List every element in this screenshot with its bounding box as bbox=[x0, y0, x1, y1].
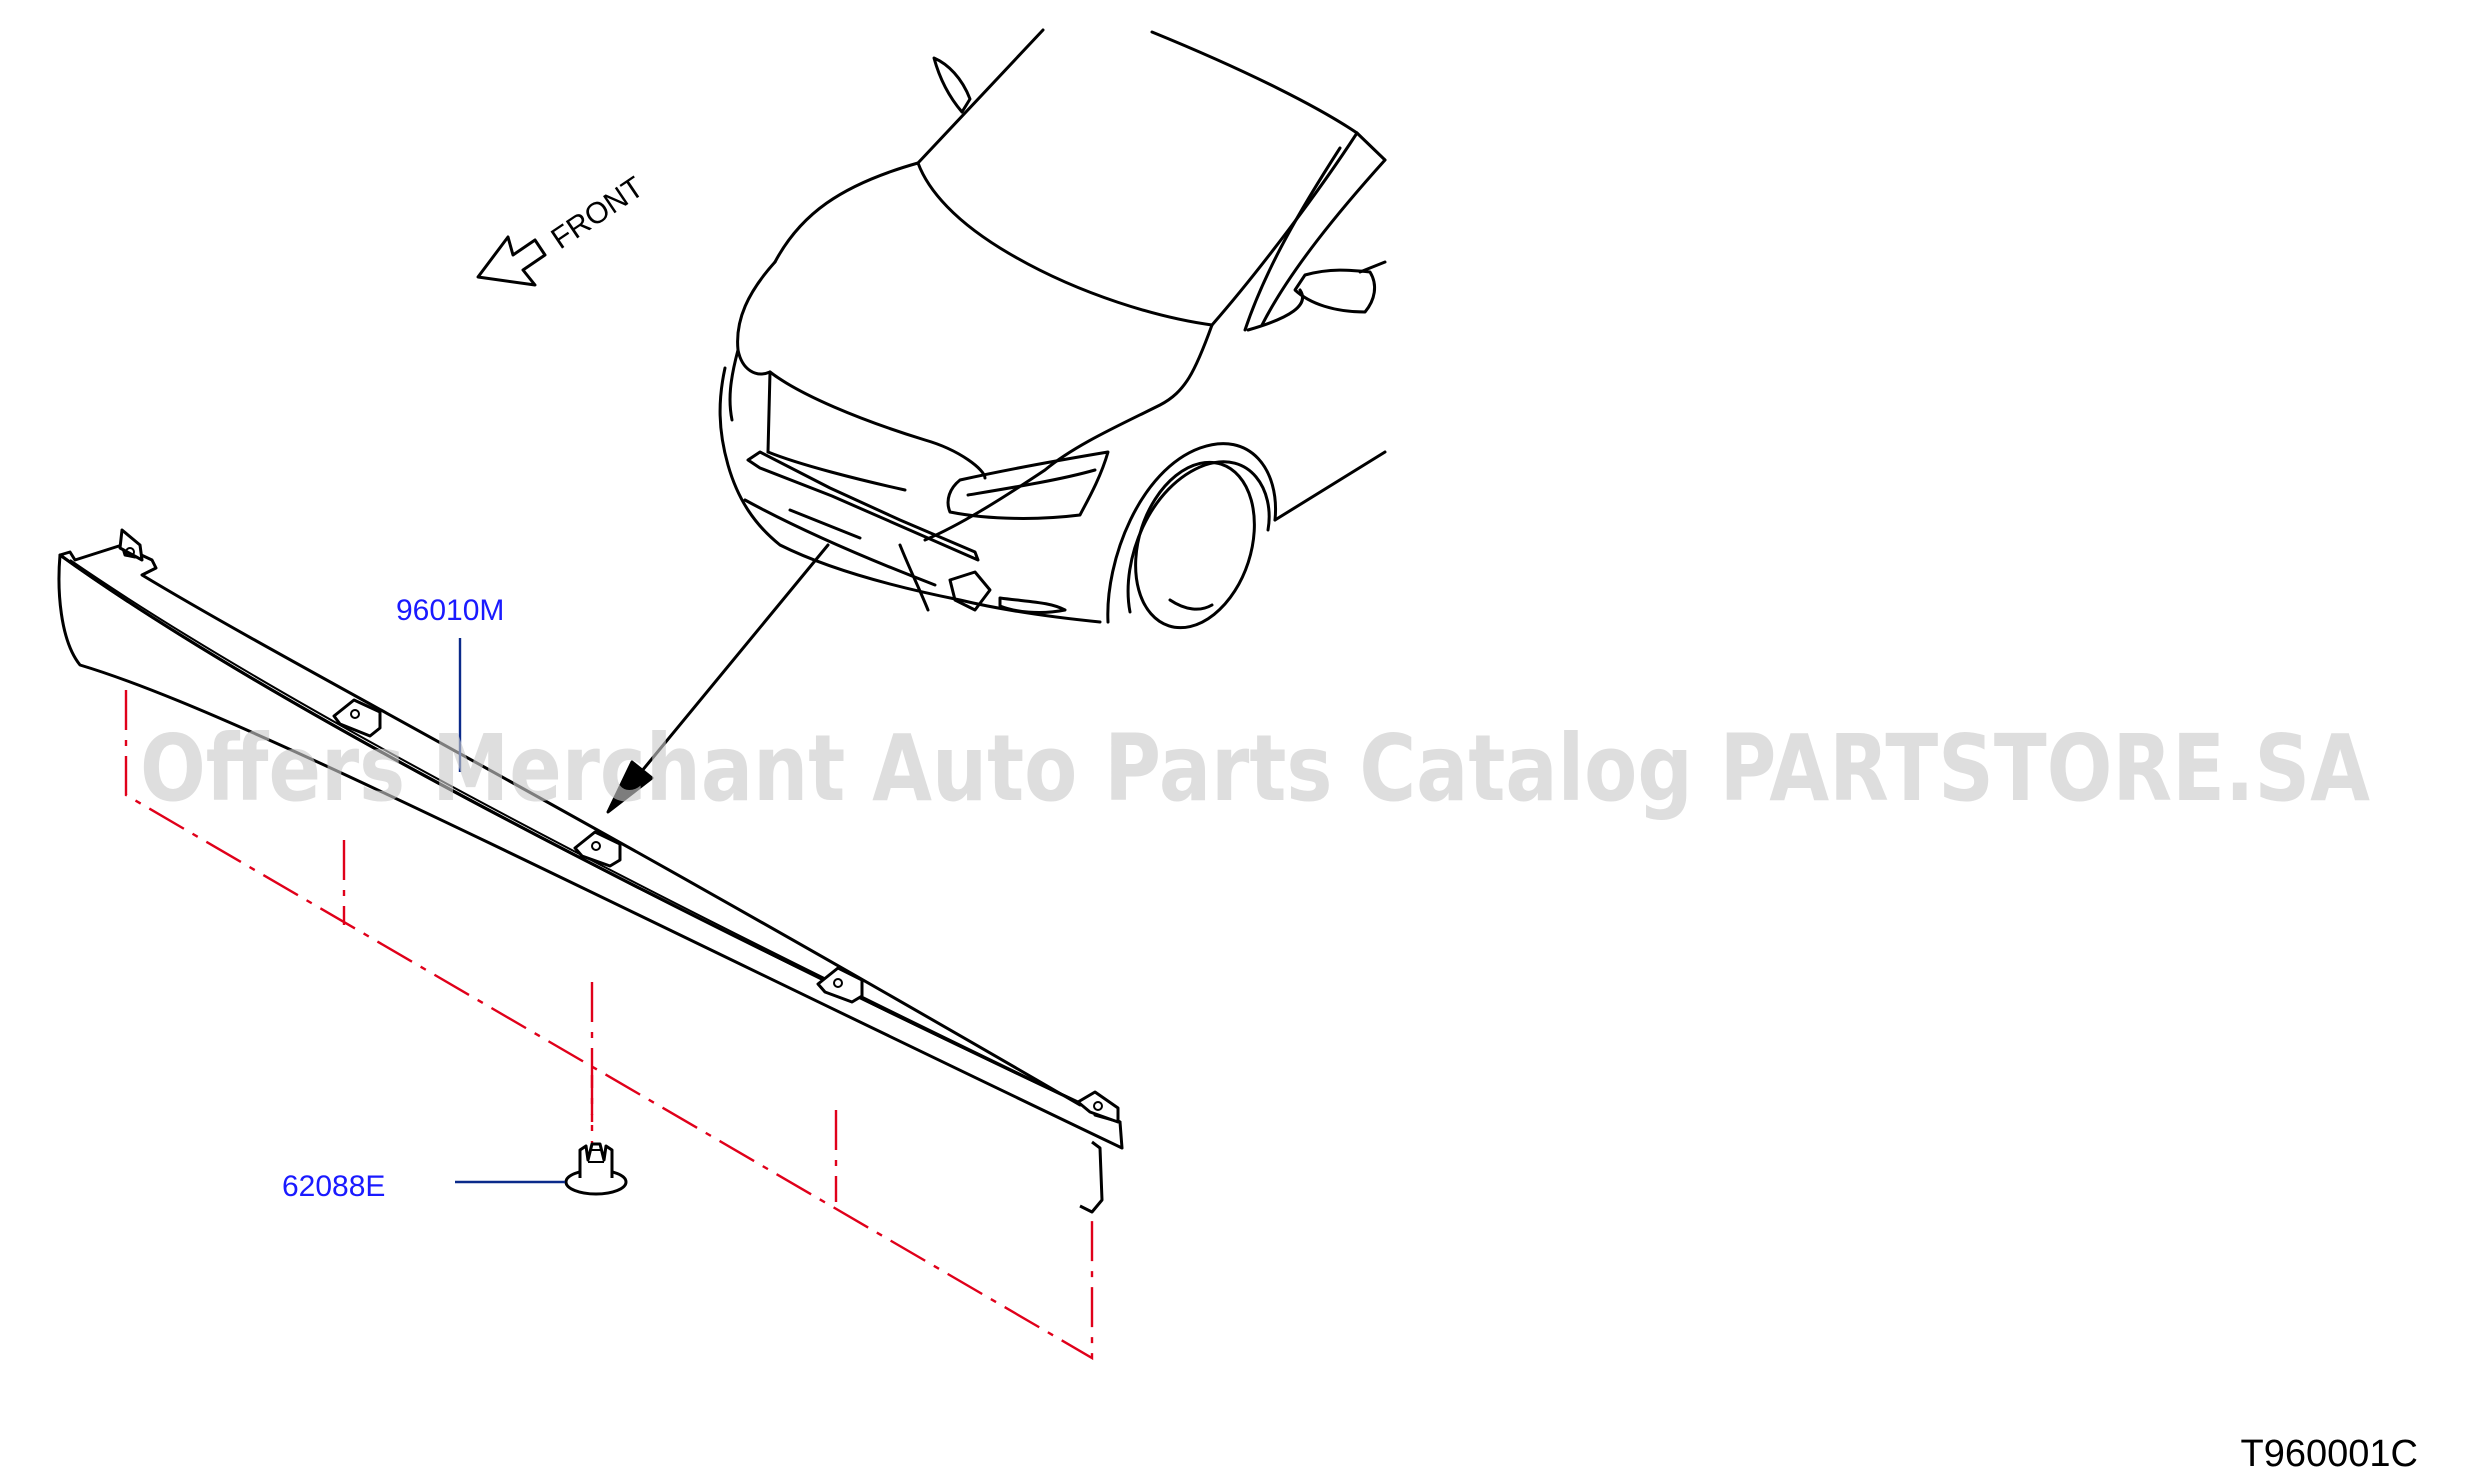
watermark-text: Offers Merchant Auto Parts Catalog PARTS… bbox=[140, 715, 2370, 822]
callout-62088E[interactable]: 62088E bbox=[282, 1170, 565, 1203]
grille-part-96010M bbox=[57, 528, 1124, 1214]
callout-label-96010M[interactable]: 96010M bbox=[396, 594, 504, 627]
illustration-code: T960001C bbox=[2241, 1433, 2418, 1475]
callout-96010M[interactable]: 96010M bbox=[396, 594, 504, 772]
callout-label-62088E[interactable]: 62088E bbox=[282, 1170, 385, 1203]
location-pointer bbox=[606, 543, 830, 814]
front-orientation-indicator: FRONT bbox=[476, 171, 650, 287]
front-arrow-icon bbox=[476, 235, 547, 287]
car-front-illustration bbox=[718, 28, 1387, 630]
clip-part-62088E bbox=[564, 1142, 628, 1196]
front-label: FRONT bbox=[545, 171, 649, 256]
